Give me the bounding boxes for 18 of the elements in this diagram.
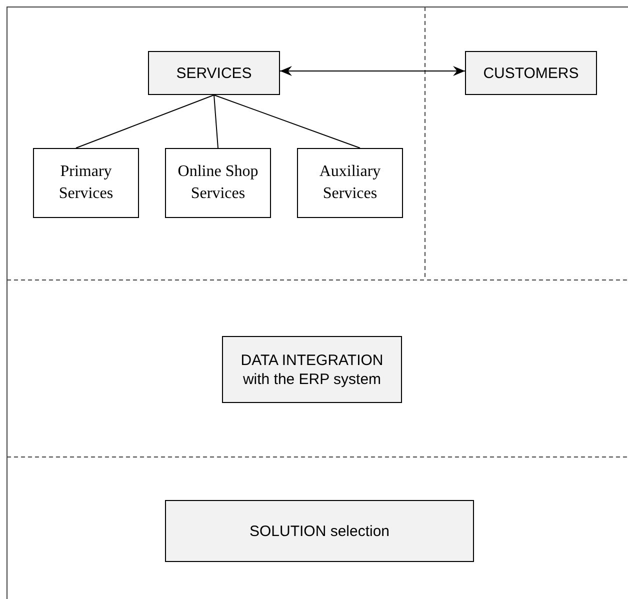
node-label: Auxiliary Services <box>318 162 382 204</box>
service-box <box>165 148 271 218</box>
node-label: SERVICES <box>175 64 253 82</box>
node-label: Online Shop Services <box>176 162 260 204</box>
connector-line <box>76 94 214 148</box>
connector-line <box>214 94 360 148</box>
node-label: DATA INTEGRATION with the ERP system <box>240 350 384 388</box>
connector-line <box>214 94 218 148</box>
service-box <box>297 148 403 218</box>
node-label: Primary Services <box>58 162 114 204</box>
process-box <box>148 51 280 95</box>
node-label: CUSTOMERS <box>482 64 580 82</box>
process-box <box>165 500 474 562</box>
process-box <box>465 51 597 95</box>
process-box <box>222 336 402 403</box>
service-box <box>33 148 139 218</box>
node-label: SOLUTION selection <box>248 522 391 540</box>
arrow <box>280 66 466 76</box>
